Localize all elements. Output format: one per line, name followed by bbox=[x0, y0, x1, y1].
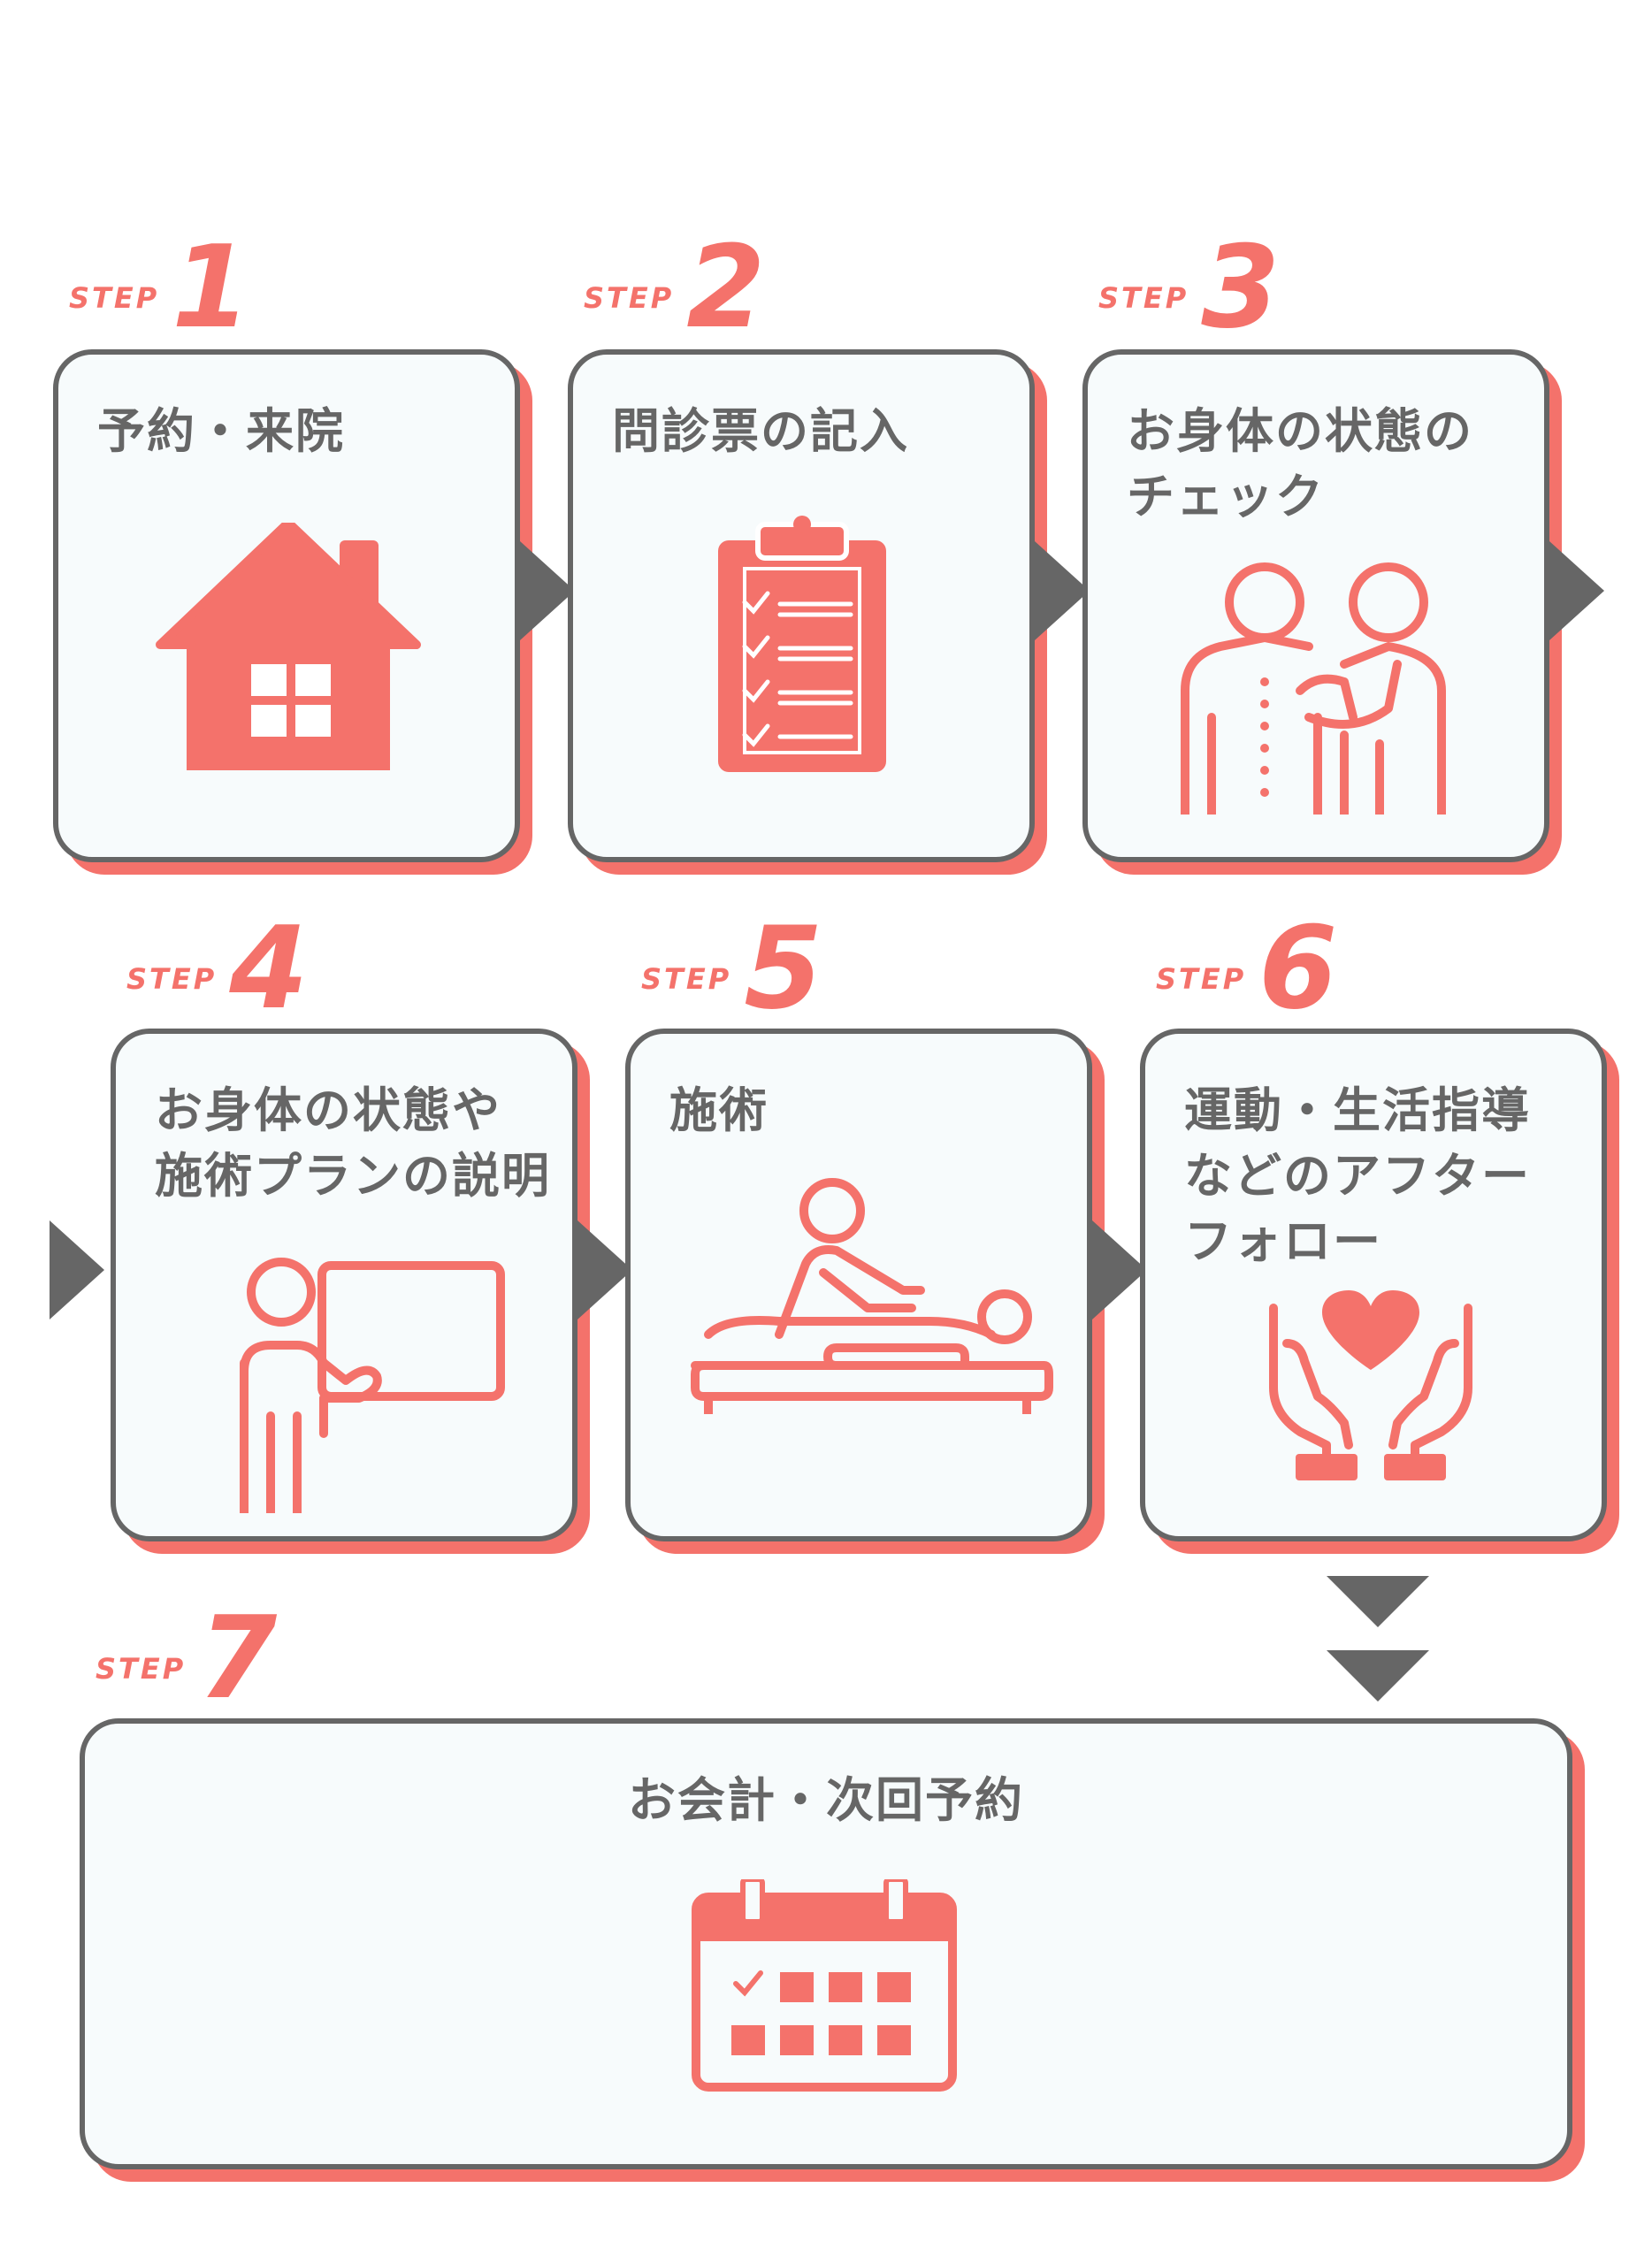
step-2-label: STEP 2 bbox=[584, 232, 765, 345]
step-number: 1 bbox=[172, 222, 251, 354]
arrow-right-icon bbox=[577, 1220, 632, 1319]
step-7-card: お会計・次回予約 bbox=[80, 1718, 1572, 2169]
step-word: STEP bbox=[641, 962, 732, 996]
step-6-label: STEP 6 bbox=[1156, 913, 1337, 1026]
house-icon bbox=[156, 523, 421, 770]
step-1-label: STEP 1 bbox=[69, 232, 250, 345]
step-4-card: お身体の状態や 施術プランの説明 bbox=[111, 1029, 577, 1541]
step-2-card: 問診票の記入 bbox=[568, 349, 1035, 862]
step-number: 7 bbox=[198, 1593, 278, 1725]
body-check-icon bbox=[1181, 562, 1446, 815]
step-title: 運動・生活指導 などのアフター フォロー bbox=[1184, 1082, 1531, 1269]
step-3-label: STEP 3 bbox=[1098, 232, 1280, 345]
step-word: STEP bbox=[126, 962, 218, 996]
step-word: STEP bbox=[69, 281, 160, 315]
arrow-down-icon bbox=[1327, 1650, 1429, 1702]
step-7-label: STEP 7 bbox=[96, 1602, 277, 1716]
step-number: 4 bbox=[229, 903, 309, 1035]
calendar-icon bbox=[692, 1879, 957, 2092]
step-number: 6 bbox=[1258, 903, 1338, 1035]
step-number: 5 bbox=[744, 903, 823, 1035]
step-word: STEP bbox=[1098, 281, 1189, 315]
step-title: お会計・次回予約 bbox=[628, 1772, 1024, 1828]
step-title: お身体の状態や 施術プランの説明 bbox=[155, 1082, 551, 1204]
arrow-right-icon bbox=[50, 1220, 104, 1319]
step-word: STEP bbox=[584, 281, 675, 315]
step-word: STEP bbox=[1156, 962, 1247, 996]
arrow-down-icon bbox=[1327, 1576, 1429, 1627]
step-1-card: 予約・来院 bbox=[53, 349, 520, 862]
clipboard-checklist-icon bbox=[718, 516, 886, 772]
heart-hands-icon bbox=[1269, 1290, 1472, 1480]
step-number: 2 bbox=[686, 222, 766, 354]
arrow-right-icon bbox=[1035, 541, 1090, 640]
presenter-board-icon bbox=[240, 1258, 505, 1513]
step-3-card: お身体の状態の チェック bbox=[1082, 349, 1549, 862]
arrow-right-icon bbox=[1549, 541, 1604, 640]
arrow-right-icon bbox=[520, 541, 575, 640]
step-title: 施術 bbox=[669, 1082, 769, 1138]
step-6-card: 運動・生活指導 などのアフター フォロー bbox=[1140, 1029, 1607, 1541]
step-title: 問診票の記入 bbox=[612, 403, 909, 459]
step-word: STEP bbox=[96, 1652, 187, 1686]
step-title: 予約・来院 bbox=[97, 403, 345, 459]
step-5-label: STEP 5 bbox=[641, 913, 822, 1026]
arrow-right-icon bbox=[1092, 1220, 1147, 1319]
step-5-card: 施術 bbox=[625, 1029, 1092, 1541]
step-4-label: STEP 4 bbox=[126, 913, 308, 1026]
massage-treatment-icon bbox=[691, 1178, 1053, 1414]
step-number: 3 bbox=[1201, 222, 1281, 354]
step-title: お身体の状態の チェック bbox=[1127, 403, 1473, 524]
